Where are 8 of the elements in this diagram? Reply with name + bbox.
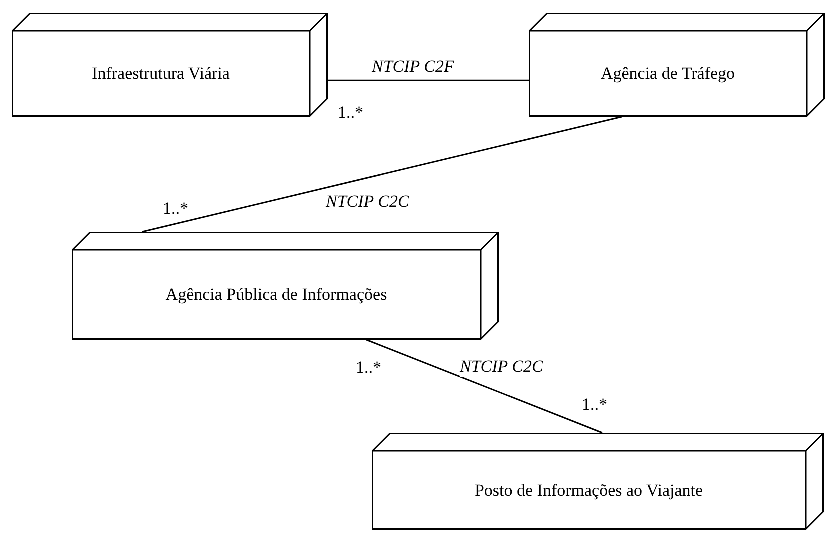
node-label: Infraestrutura Viária: [92, 64, 230, 84]
node-label: Posto de Informações ao Viajante: [474, 480, 704, 500]
connector-line: [142, 116, 622, 233]
node-label: Agência Pública de Informações: [166, 285, 388, 305]
connector-line: [366, 339, 603, 434]
connector-line: [328, 80, 529, 82]
node-label: Agência de Tráfego: [600, 64, 736, 84]
edge-label: NTCIP C2C: [460, 358, 544, 377]
